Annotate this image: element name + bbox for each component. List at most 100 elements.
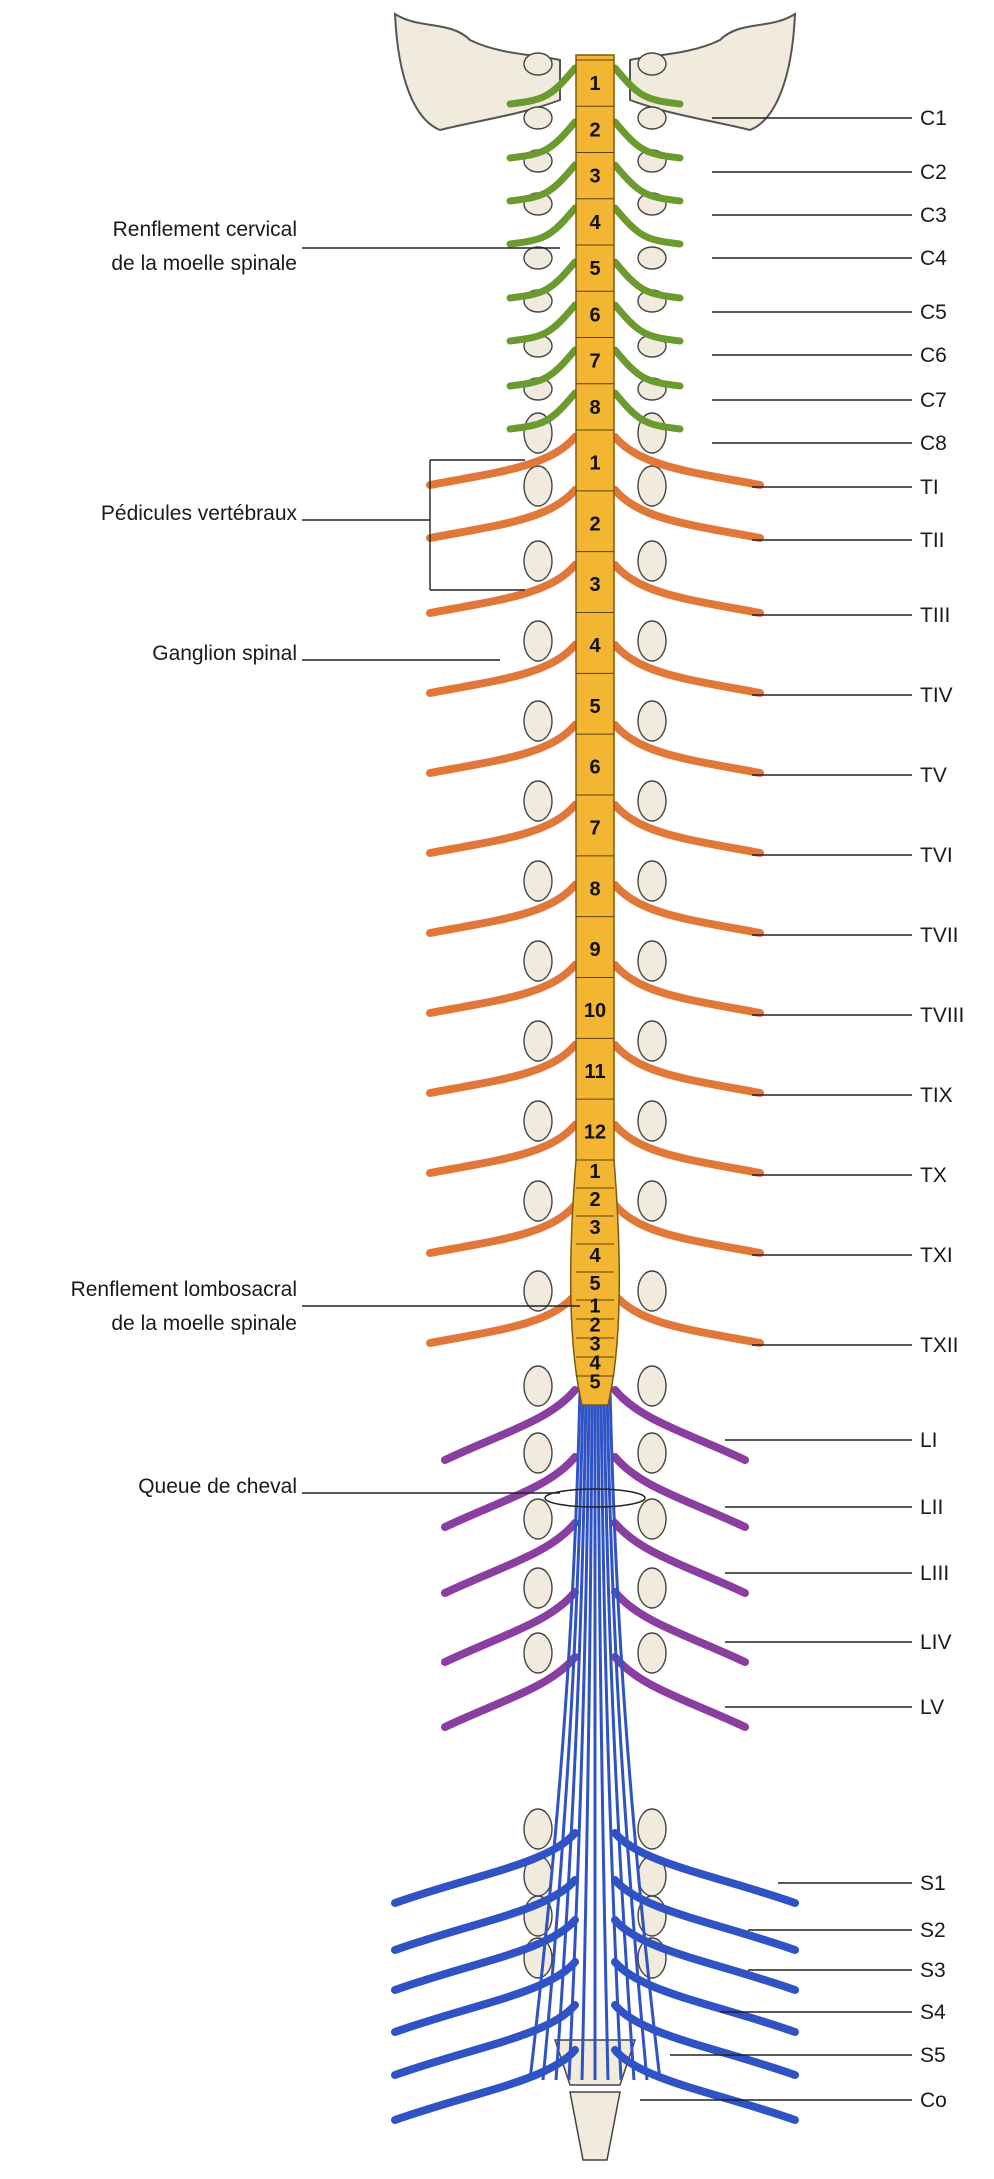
left-label-line: Renflement cervical: [113, 218, 297, 241]
lumbar-segment-number: 4: [589, 1245, 601, 1267]
spinal-nerve-right: [615, 805, 760, 853]
right-label: S2: [920, 1919, 946, 1942]
vertebral-pedicle: [524, 621, 552, 661]
vertebral-pedicle: [638, 1433, 666, 1473]
vertebral-pedicle: [638, 53, 666, 75]
thoracic-segment-number: 9: [589, 939, 600, 961]
spinal-nerve-right: [615, 490, 760, 538]
vertebral-pedicle: [638, 1101, 666, 1141]
spinal-nerve-right: [615, 1523, 745, 1593]
vertebral-pedicle: [638, 107, 666, 129]
cervical-segment-number: 1: [589, 73, 600, 95]
vertebral-pedicle: [638, 621, 666, 661]
thoracic-segment-number: 6: [589, 757, 600, 779]
cervical-segment-number: 5: [589, 258, 600, 280]
cervical-segment-number: 3: [589, 166, 600, 188]
thoracic-segment-number: 5: [589, 696, 600, 718]
vertebral-pedicle: [638, 861, 666, 901]
spinal-nerve-right: [615, 965, 760, 1013]
vertebral-pedicle: [638, 941, 666, 981]
right-label: TVI: [920, 844, 953, 867]
vertebral-pedicle: [638, 247, 666, 269]
vertebral-pedicle: [638, 1809, 666, 1849]
spinal-nerve-left: [430, 645, 575, 693]
right-label: LIII: [920, 1562, 949, 1585]
vertebral-pedicle: [524, 466, 552, 506]
vertebral-pedicle: [638, 1499, 666, 1539]
right-label: C3: [920, 204, 947, 227]
right-label: TVIII: [920, 1004, 964, 1027]
spinal-nerve-left: [430, 1205, 575, 1253]
vertebral-pedicle: [524, 107, 552, 129]
vertebral-pedicle: [638, 1568, 666, 1608]
left-label-line: Ganglion spinal: [152, 642, 297, 665]
spinal-nerve-right: [615, 2050, 795, 2120]
right-label: LV: [920, 1696, 944, 1719]
thoracic-segment-number: 12: [584, 1122, 606, 1144]
right-label: LI: [920, 1429, 938, 1452]
spinal-nerve-right: [615, 1045, 760, 1093]
right-label: C1: [920, 107, 947, 130]
vertebral-pedicle: [524, 247, 552, 269]
right-label: S4: [920, 2001, 946, 2024]
spinal-nerve-right: [615, 1205, 760, 1253]
vertebral-pedicle: [524, 1633, 552, 1673]
vertebral-pedicle: [524, 861, 552, 901]
spinal-nerve-right: [615, 1390, 745, 1460]
spinal-nerve-right: [615, 645, 760, 693]
left-label-line: Renflement lombosacral: [71, 1278, 297, 1301]
vertebral-pedicle: [638, 541, 666, 581]
vertebral-pedicle: [524, 53, 552, 75]
left-label-line: de la moelle spinale: [111, 252, 297, 275]
spinal-nerve-right: [615, 1125, 760, 1173]
right-label: TXII: [920, 1334, 959, 1357]
lumbar-segment-number: 2: [589, 1189, 600, 1211]
spinal-nerve-left: [430, 965, 575, 1013]
vertebral-pedicle: [524, 1568, 552, 1608]
vertebral-pedicle: [638, 1271, 666, 1311]
right-label: TIX: [920, 1084, 953, 1107]
spinal-nerve-left: [430, 1045, 575, 1093]
left-label-line: Pédicules vertébraux: [101, 502, 298, 525]
spinal-nerve-left: [430, 725, 575, 773]
cervical-segment-number: 6: [589, 304, 600, 326]
spinal-nerve-right: [615, 437, 760, 485]
vertebral-pedicle: [638, 701, 666, 741]
right-label: S5: [920, 2044, 946, 2067]
right-label: TV: [920, 764, 947, 787]
right-label: C5: [920, 301, 947, 324]
spinal-nerve-left: [430, 490, 575, 538]
spinal-nerve-left: [445, 1592, 575, 1662]
spinal-nerve-left: [430, 1295, 575, 1343]
vertebral-pedicle: [524, 1181, 552, 1221]
vertebral-pedicle: [524, 1499, 552, 1539]
cervical-segment-number: 7: [589, 351, 600, 373]
spinal-nerve-left: [395, 2050, 575, 2120]
spinal-nerve-left: [430, 805, 575, 853]
coccyx: [570, 2092, 620, 2160]
spinal-nerve-right: [615, 1657, 745, 1727]
vertebral-pedicle: [524, 701, 552, 741]
right-label: C2: [920, 161, 947, 184]
thoracic-segment-number: 8: [589, 878, 600, 900]
cervical-segment-number: 2: [589, 119, 600, 141]
vertebral-pedicle: [638, 1633, 666, 1673]
cervical-segment-number: 8: [589, 397, 600, 419]
sacral-segment-number: 5: [589, 1371, 600, 1393]
right-label: C8: [920, 432, 947, 455]
spinal-nerve-left: [430, 885, 575, 933]
spinal-nerve-right: [615, 1592, 745, 1662]
right-label: TX: [920, 1164, 947, 1187]
thoracic-segment-number: 10: [584, 1000, 606, 1022]
vertebral-pedicle: [638, 1181, 666, 1221]
right-label: S3: [920, 1959, 946, 1982]
spinal-nerve-left: [430, 437, 575, 485]
vertebral-pedicle: [524, 1366, 552, 1406]
left-labels: Renflement cervical de la moelle spinaleP…: [71, 218, 298, 1498]
spinal-nerve-left: [430, 565, 575, 613]
vertebral-pedicle: [524, 1021, 552, 1061]
spinal-nerve-left: [430, 1125, 575, 1173]
right-label: C6: [920, 344, 947, 367]
